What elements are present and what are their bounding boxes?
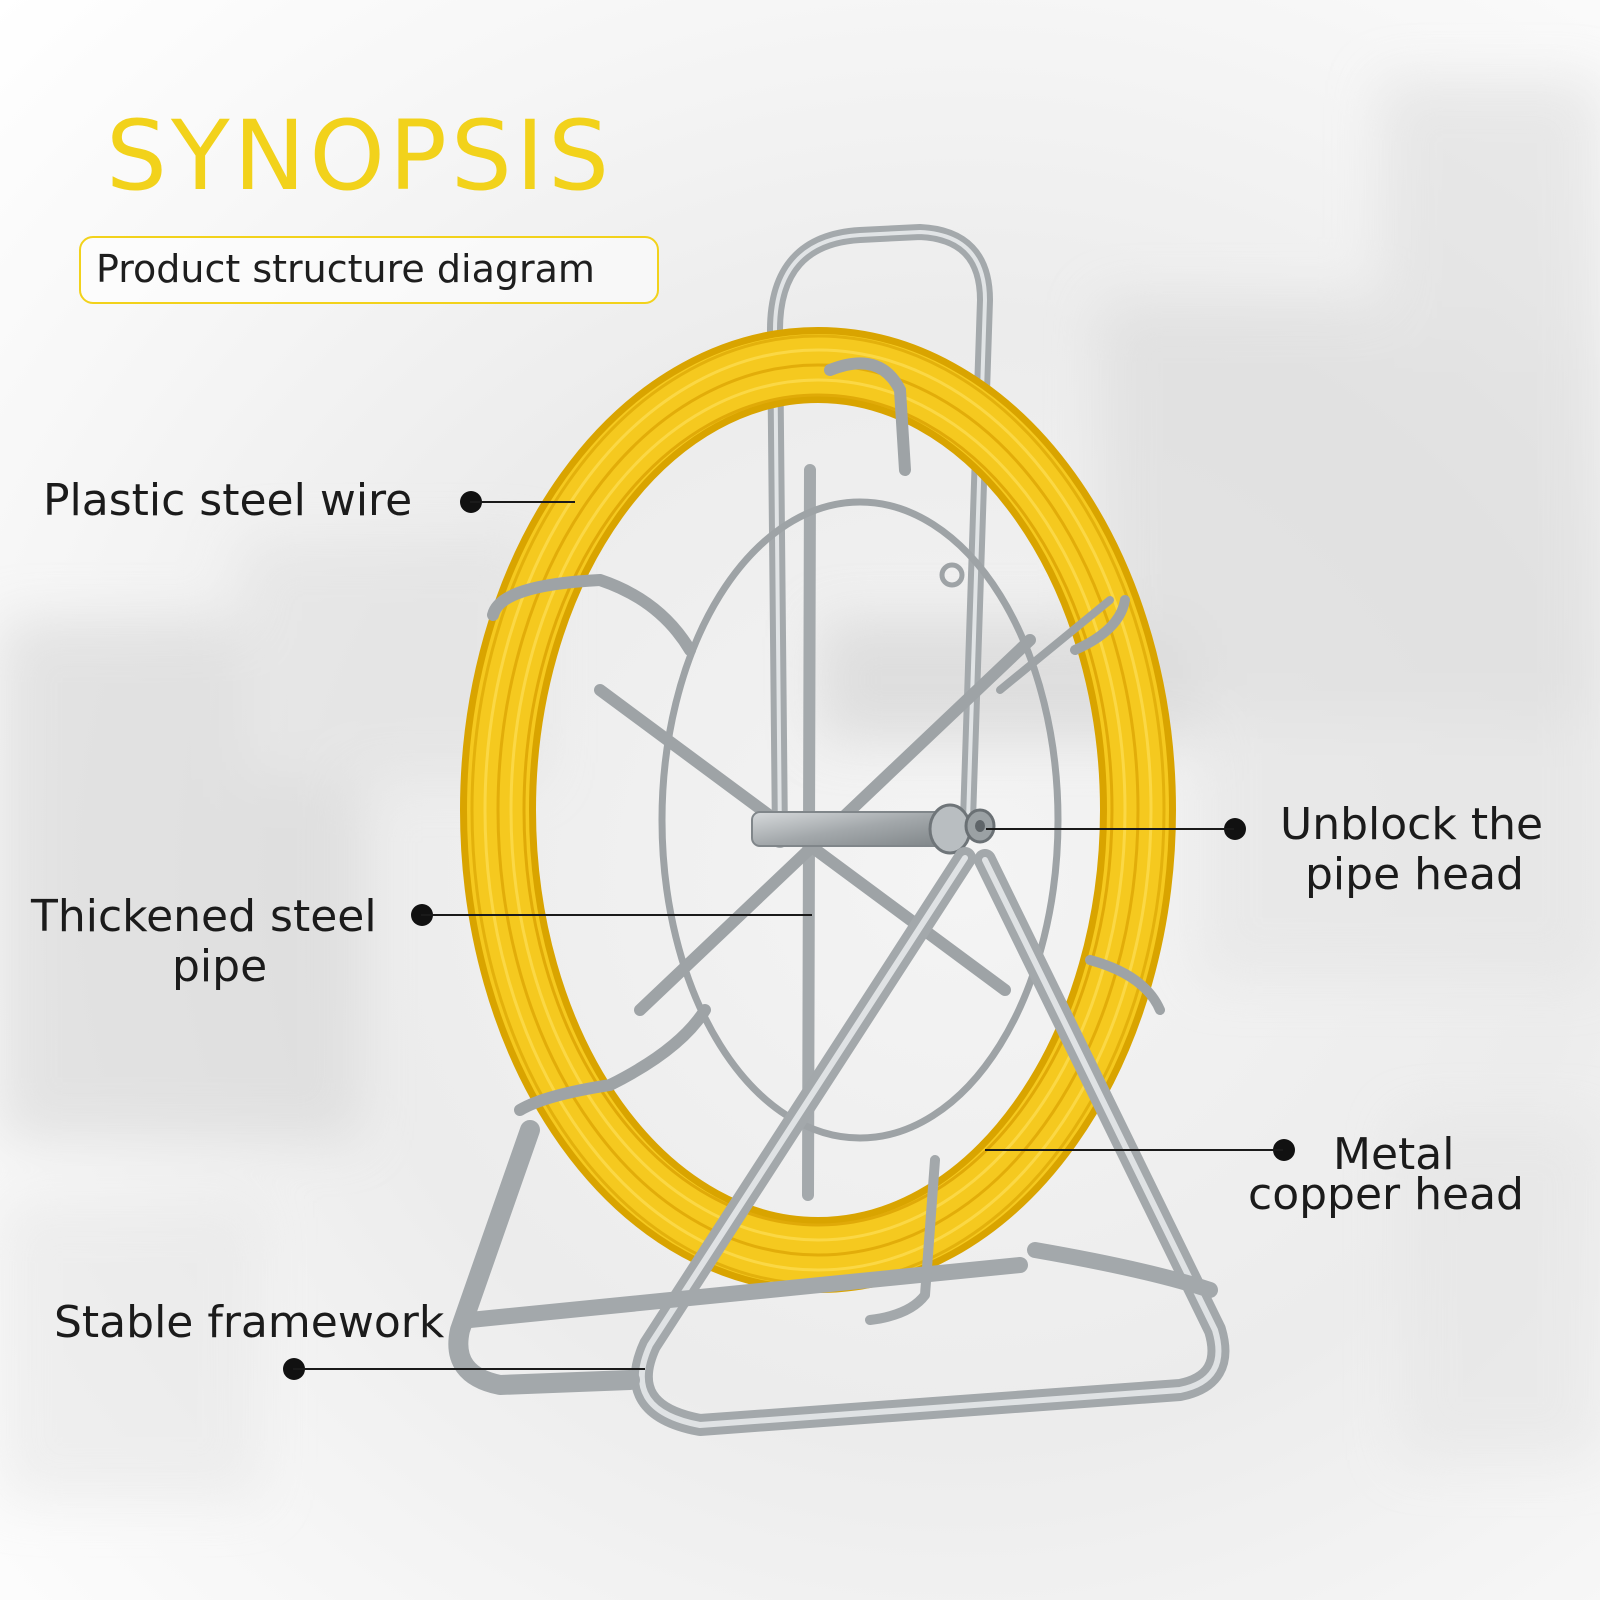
axle (751, 803, 996, 855)
subtitle-badge (79, 236, 659, 304)
label-unblock-pipe-head-line1: Unblock the (1280, 799, 1544, 850)
leader-line-plastic-steel-wire (470, 501, 575, 503)
leader-line-thickened-steel-pipe (421, 914, 812, 916)
page-title: SYNOPSIS (106, 100, 614, 212)
callout-dot-unblock-pipe-head (1224, 818, 1246, 840)
leader-line-unblock-pipe-head (986, 828, 1234, 830)
plastic-steel-wire-coil (460, 327, 1176, 1293)
label-thickened-steel-pipe-line1: Thickened steel (31, 891, 377, 942)
stable-framework (448, 847, 1230, 1436)
label-thickened-steel-pipe-line2: pipe (172, 941, 268, 992)
label-metal-copper-head-line1: Metal (1333, 1129, 1455, 1180)
label-stable-framework: Stable framework (54, 1297, 445, 1348)
leader-line-metal-copper-head (985, 1149, 1283, 1151)
callout-dot-metal-copper-head (1273, 1139, 1295, 1161)
label-unblock-pipe-head-line2: pipe head (1305, 849, 1524, 900)
leader-line-stable-framework (293, 1368, 645, 1370)
label-plastic-steel-wire: Plastic steel wire (43, 475, 413, 526)
page-subtitle: Product structure diagram (96, 247, 595, 291)
label-metal-copper-head-line2: copper head (1248, 1169, 1524, 1220)
